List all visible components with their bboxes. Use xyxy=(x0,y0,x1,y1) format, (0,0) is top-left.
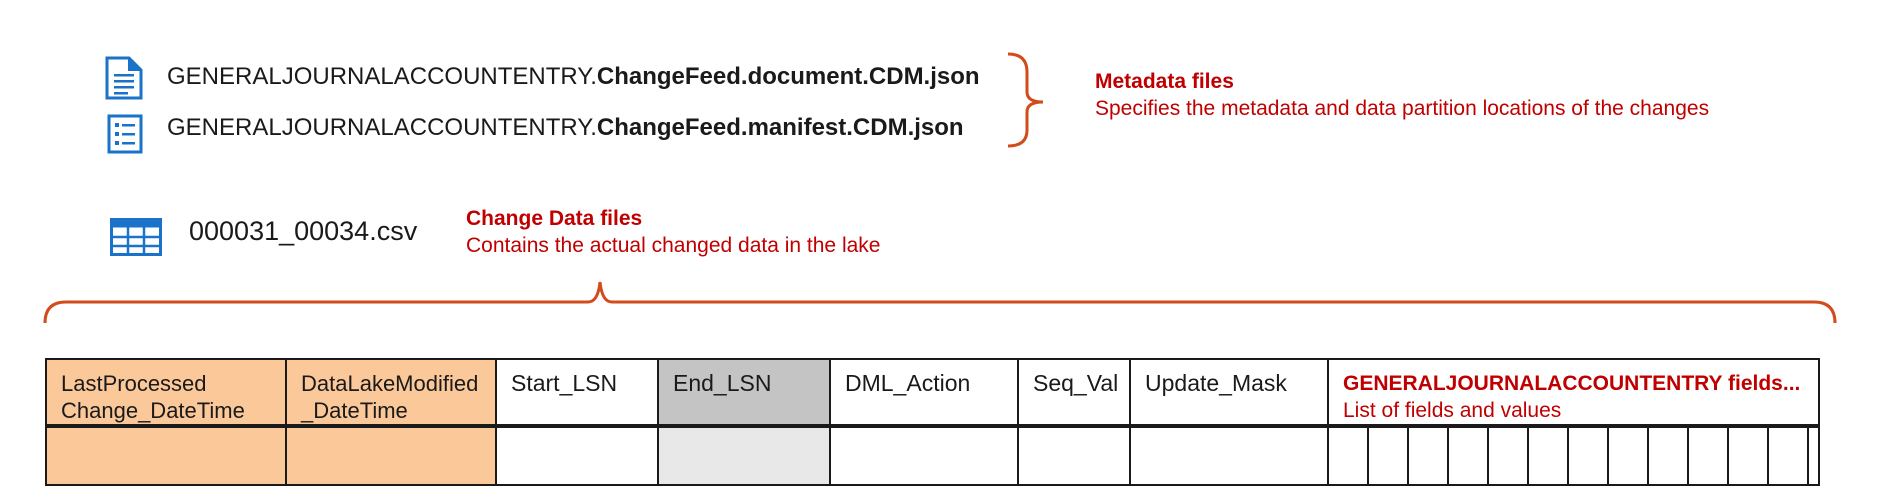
table-cell xyxy=(1129,428,1327,486)
fields-column-title: GENERALJOURNALACCOUNTENTRY fields... xyxy=(1343,372,1801,395)
column-header-label: Start_LSN xyxy=(511,370,618,396)
table-cell xyxy=(829,428,1017,486)
column-header-last-processed: LastProcessed Change_DateTime xyxy=(45,358,285,426)
manifest-file-prefix: GENERALJOURNALACCOUNTENTRY. xyxy=(167,114,597,141)
column-header-label: DataLakeModified xyxy=(301,371,479,396)
fields-column-subtitle: List of fields and values xyxy=(1343,399,1562,422)
metadata-brace xyxy=(1007,52,1044,148)
column-header-dml-action: DML_Action xyxy=(829,358,1017,426)
document-file-suffix: ChangeFeed.document.CDM.json xyxy=(596,63,980,90)
change-data-brace xyxy=(43,281,1837,324)
column-header-end-lsn: End_LSN xyxy=(657,358,829,426)
column-header-label: Change_DateTime xyxy=(61,398,245,423)
table-cell xyxy=(1017,428,1129,486)
manifest-file-name: GENERALJOURNALACCOUNTENTRY.ChangeFeed.ma… xyxy=(167,114,964,142)
column-header-update-mask: Update_Mask xyxy=(1129,358,1327,426)
change-data-table: LastProcessed Change_DateTime DataLakeMo… xyxy=(45,358,1820,486)
change-data-files-description: Contains the actual changed data in the … xyxy=(466,234,881,257)
table-cell xyxy=(657,428,829,486)
document-file-name: GENERALJOURNALACCOUNTENTRY.ChangeFeed.do… xyxy=(167,63,980,91)
column-header-label: Update_Mask xyxy=(1145,370,1287,396)
column-header-data-lake-modified: DataLakeModified _DateTime xyxy=(285,358,495,426)
table-cell xyxy=(285,428,495,486)
column-header-label: Seq_Val xyxy=(1033,370,1119,396)
metadata-files-description: Specifies the metadata and data partitio… xyxy=(1095,97,1710,120)
column-header-seq-val: Seq_Val xyxy=(1017,358,1129,426)
table-grid-icon xyxy=(110,218,162,256)
csv-file-name: 000031_00034.csv xyxy=(189,216,418,246)
table-cell xyxy=(495,428,657,486)
field-values-cells xyxy=(1327,428,1820,486)
document-icon xyxy=(105,56,143,100)
column-header-label: _DateTime xyxy=(301,398,408,423)
column-header-label: DML_Action xyxy=(845,370,971,396)
column-header-label: LastProcessed xyxy=(61,371,207,396)
header-separator xyxy=(45,425,1820,429)
metadata-files-title: Metadata files xyxy=(1095,70,1234,93)
column-header-label: End_LSN xyxy=(673,370,772,396)
column-header-fields: GENERALJOURNALACCOUNTENTRY fields... Lis… xyxy=(1327,358,1820,426)
manifest-file-suffix: ChangeFeed.manifest.CDM.json xyxy=(596,114,964,141)
change-data-files-title: Change Data files xyxy=(466,207,643,230)
document-file-prefix: GENERALJOURNALACCOUNTENTRY. xyxy=(167,63,597,90)
list-document-icon xyxy=(107,114,143,154)
column-header-start-lsn: Start_LSN xyxy=(495,358,657,426)
table-cell xyxy=(45,428,285,486)
